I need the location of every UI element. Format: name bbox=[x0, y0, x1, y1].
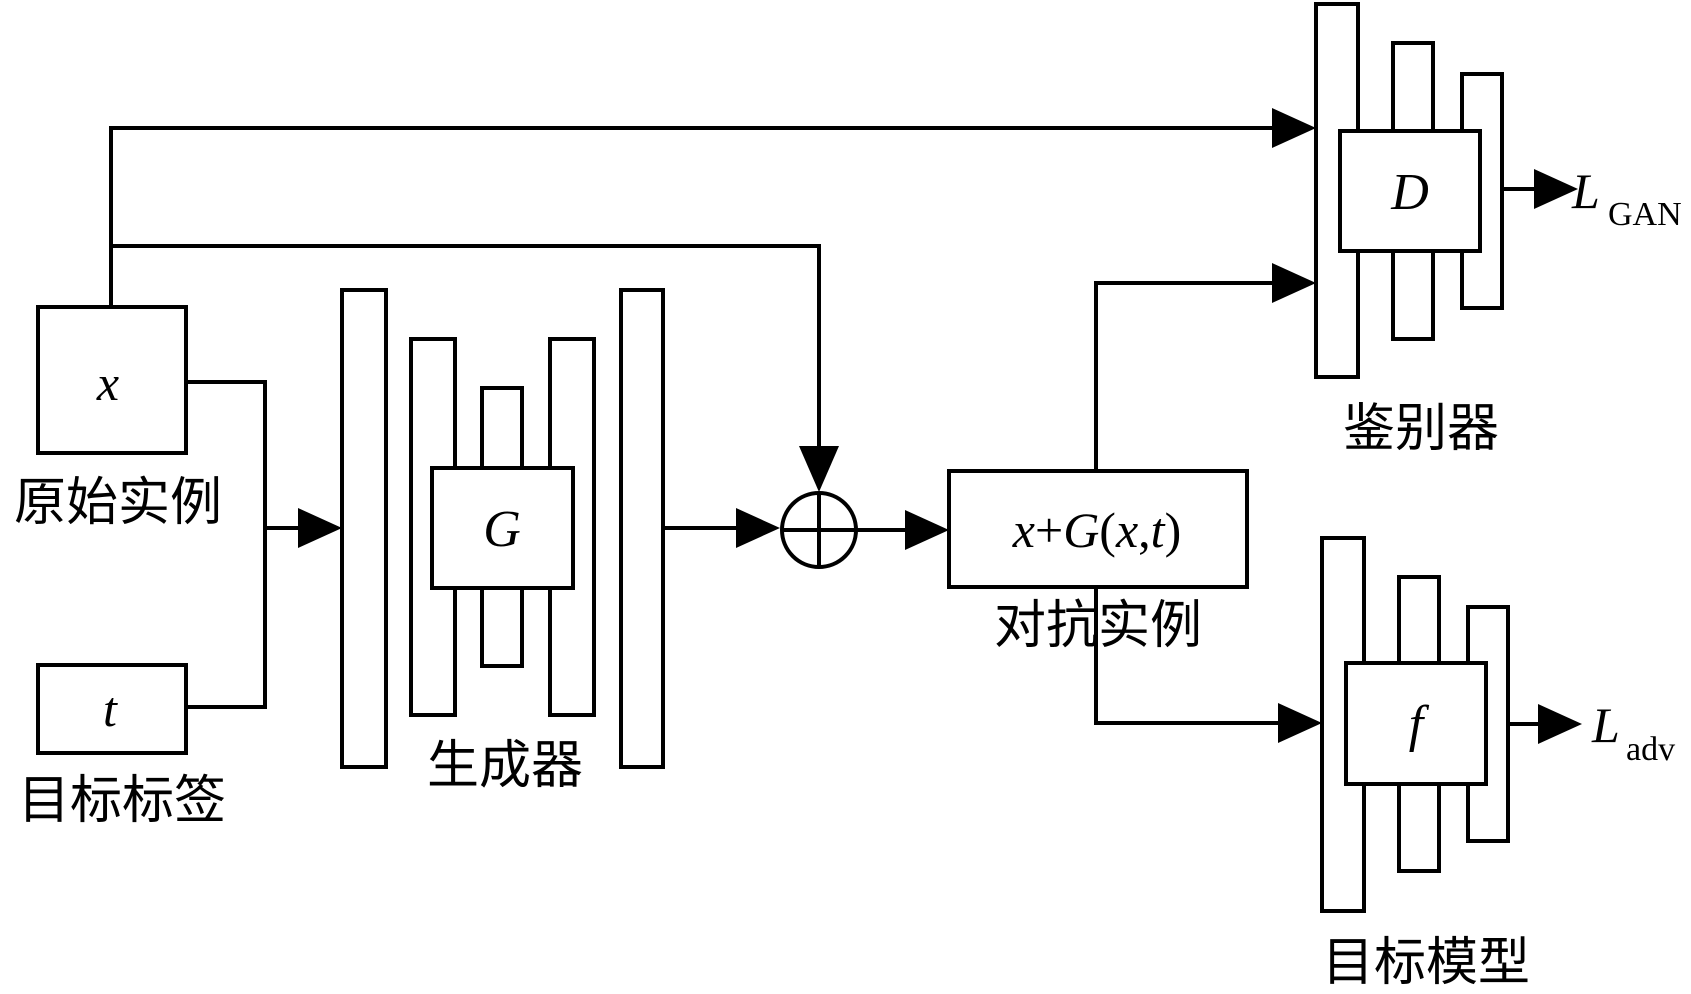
discriminator-caption: 鉴别器 bbox=[1343, 399, 1499, 459]
target-core-box bbox=[1344, 661, 1488, 786]
adv-expr-plus: + bbox=[1035, 502, 1063, 558]
generator-layer-5 bbox=[619, 288, 665, 769]
generator-core-box bbox=[430, 466, 575, 590]
input-merge-wire bbox=[186, 380, 267, 709]
discriminator-symbol: D bbox=[1390, 164, 1429, 221]
adv-to-discriminator-wire bbox=[1094, 281, 1272, 471]
x-to-discriminator-arrowhead bbox=[1272, 108, 1316, 148]
generator-layer-1 bbox=[340, 288, 388, 769]
generator-output-arrowhead bbox=[736, 508, 780, 548]
generator-input-arrowhead bbox=[298, 508, 342, 548]
discriminator-output-arrowhead bbox=[1534, 169, 1578, 209]
input-t-box bbox=[36, 663, 188, 755]
adv-expr-close: ) bbox=[1165, 502, 1182, 558]
x-to-combiner-arrowhead bbox=[799, 446, 839, 492]
input-x-symbol: x bbox=[96, 355, 119, 411]
combiner-plus-icon bbox=[780, 491, 858, 569]
loss-gan-subscript: GAN bbox=[1608, 196, 1682, 233]
adv-to-discriminator-arrowhead bbox=[1272, 263, 1316, 303]
adv-expr-x2: x bbox=[1115, 502, 1138, 558]
discriminator-core-box bbox=[1338, 129, 1482, 253]
adv-to-target-arrowhead bbox=[1278, 703, 1322, 743]
adv-expr-comma: , bbox=[1138, 502, 1151, 558]
adversarial-expression: x+G(x,t) bbox=[1012, 502, 1181, 558]
combiner-output-arrowhead bbox=[905, 510, 949, 550]
target-output-arrowhead bbox=[1538, 704, 1582, 744]
discriminator-stack: D bbox=[1314, 2, 1504, 379]
loss-adv-symbol: L bbox=[1591, 697, 1620, 753]
target-model-stack: f bbox=[1320, 536, 1510, 913]
input-t-symbol: t bbox=[103, 681, 118, 737]
adv-expr-G: G bbox=[1063, 502, 1099, 558]
adv-to-target-wire bbox=[1094, 587, 1278, 725]
generator-symbol: G bbox=[483, 501, 521, 558]
target-model-caption: 目标模型 bbox=[1322, 933, 1530, 993]
x-to-combiner-wire bbox=[111, 244, 821, 448]
generator-caption: 生成器 bbox=[427, 736, 583, 796]
input-x-box bbox=[36, 305, 188, 455]
loss-gan-symbol: L bbox=[1571, 163, 1600, 219]
input-t-caption: 目标标签 bbox=[18, 771, 226, 831]
generator-stack: G bbox=[340, 288, 665, 769]
input-x-caption: 原始实例 bbox=[14, 473, 222, 533]
adv-expr-x: x bbox=[1012, 502, 1035, 558]
adv-expr-t: t bbox=[1151, 502, 1166, 558]
adv-expr-open: ( bbox=[1099, 502, 1116, 558]
x-to-discriminator-wire bbox=[109, 126, 1272, 307]
loss-adv-subscript: adv bbox=[1626, 731, 1675, 768]
